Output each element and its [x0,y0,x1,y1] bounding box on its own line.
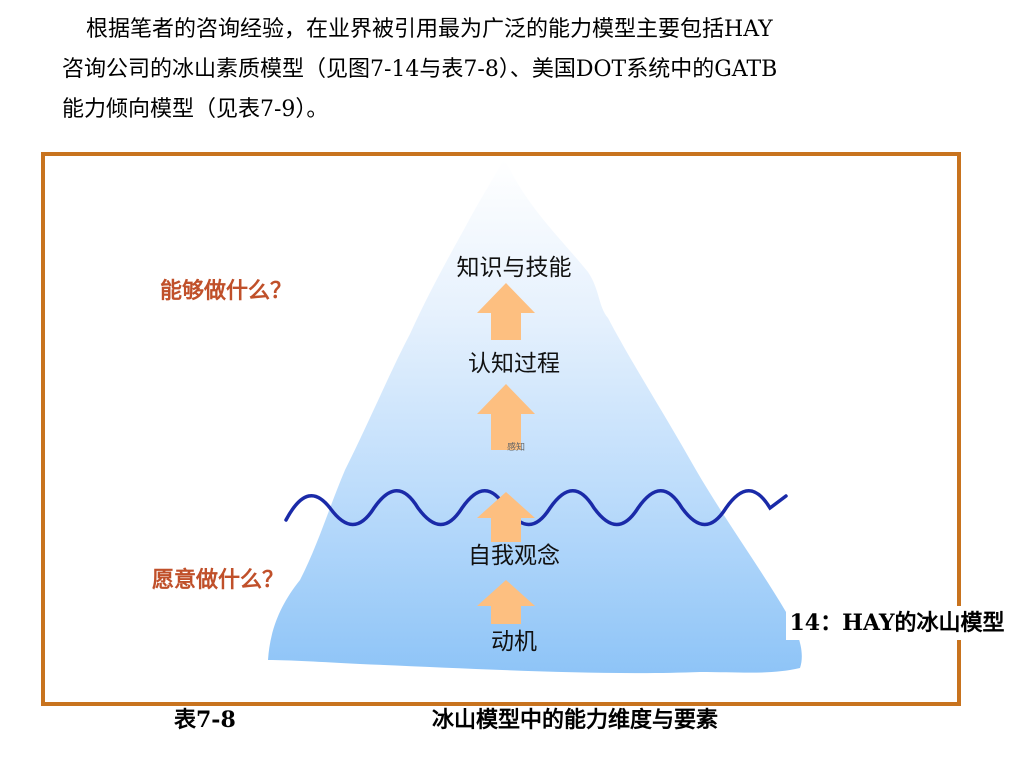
iceberg-shape [268,160,802,674]
layer-motivation: 动机 [491,629,537,655]
arrow-up-icon [477,384,535,450]
table-caption-title: 冰山模型中的能力维度与要素 [432,707,719,733]
question-willing-do: 愿意做什么？ [152,568,285,593]
table-caption-id: 表7-8 [174,707,236,733]
figure-caption: 14：HAY的冰山模型 [786,606,1008,640]
question-can-do: 能够做什么？ [160,279,293,304]
intro-line-2: 咨询公司的冰山素质模型（见图7-14与表7-8）、美国DOT系统中的GATB [62,57,778,82]
intro-line-3: 能力倾向模型（见表7-9）。 [62,97,329,122]
layer-self-concept: 自我观念 [468,543,560,569]
figure-frame [41,152,961,706]
arrow-up-icon [477,492,535,542]
layer-hidden-small: 感知 [506,443,526,453]
arrow-up-icon [477,283,535,340]
layer-knowledge-skill: 知识与技能 [456,255,572,281]
waterline-wave [284,489,788,527]
intro-line-1: 根据笔者的咨询经验，在业界被引用最为广泛的能力模型主要包括HAY [86,17,773,42]
layer-cognitive-process: 认知过程 [468,351,560,377]
arrow-up-icon [477,580,535,624]
intro-paragraph: 根据笔者的咨询经验，在业界被引用最为广泛的能力模型主要包括HAY 咨询公司的冰山… [62,10,962,130]
